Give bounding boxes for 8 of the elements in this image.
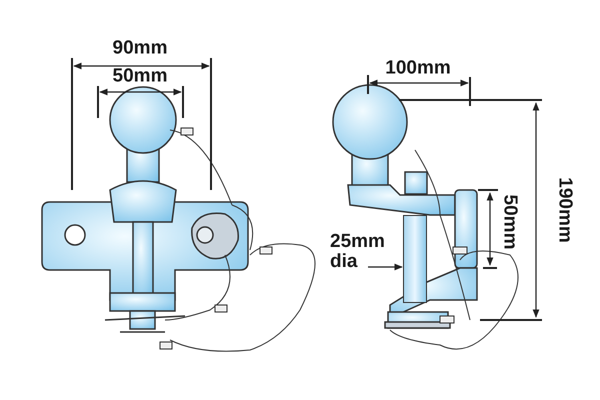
dimension-label: 50mm [112,66,168,86]
dimension-label: 100mm [385,58,451,78]
dimension-label: 90mm [112,38,168,58]
dimension-label: 190mm [556,177,574,243]
dimension-label: 25mm dia [330,232,386,272]
pin-shaft [403,215,427,303]
leader-line [368,264,403,270]
dimension-label: 50mm [500,194,520,250]
